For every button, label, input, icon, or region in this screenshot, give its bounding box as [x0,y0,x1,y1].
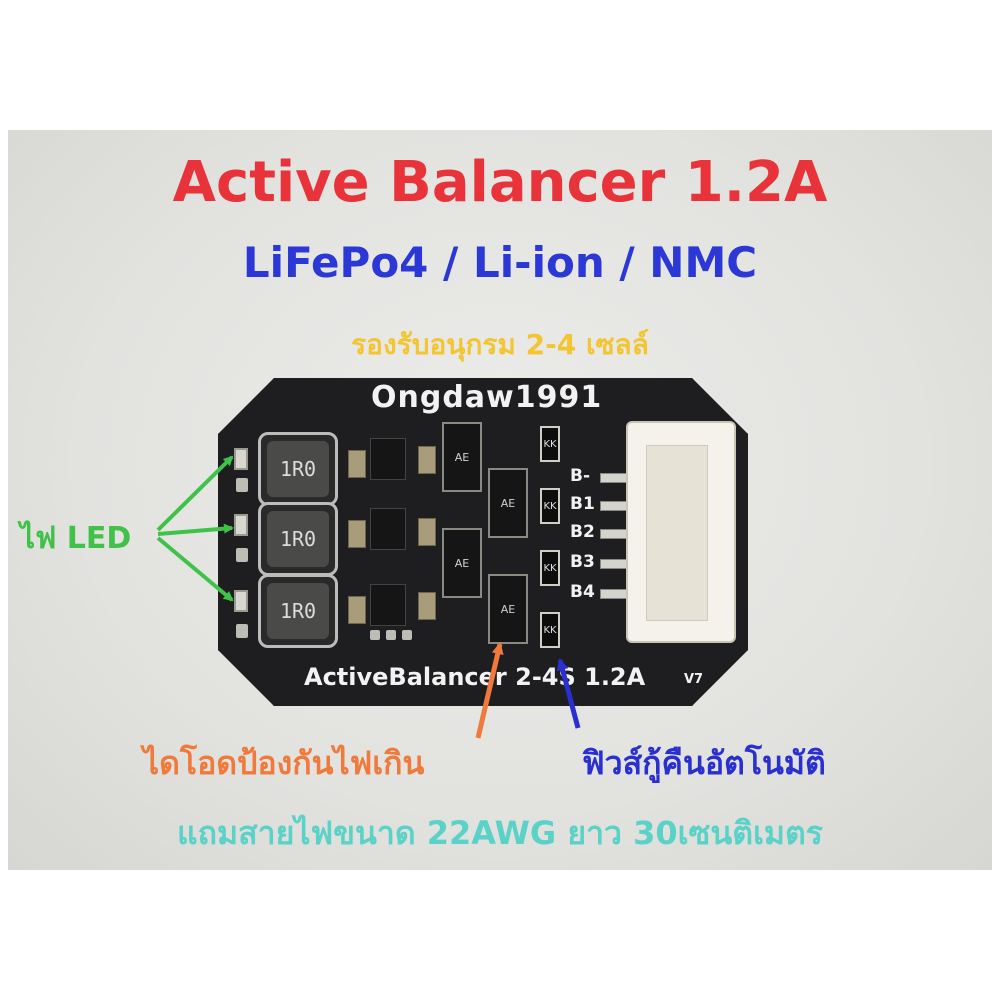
inductor-marking: 1R0 [267,583,329,639]
led-callout-label: ไฟ LED [20,521,132,556]
led-indicator [234,448,248,470]
led-indicator [234,590,248,612]
pin-label-b1: B1 [570,494,595,514]
inductor: 1R0 [258,432,338,506]
resettable-fuse: KK [540,612,560,648]
pin-label-b2: B2 [570,522,595,542]
protection-diode: AE [488,574,528,644]
solder-pad [402,630,412,640]
fuse-arrow [556,658,581,729]
fuse-callout-label: ฟิวส์กู้คืนอัตโนมัติ [582,744,826,782]
pin-label-b4: B4 [570,582,595,602]
resettable-fuse: KK [540,426,560,462]
solder-pad [236,478,248,492]
connector-housing [646,445,708,621]
battery-types-subtitle: LiFePo4 / Li-ion / NMC [242,238,758,287]
ic-chip [370,438,406,480]
board-brand-text: Ongdaw1991 [371,380,603,415]
resettable-fuse: KK [540,488,560,524]
resettable-fuse: KK [540,550,560,586]
led-arrow-bottom [156,536,234,602]
cable-info-text: แถมสายไฟขนาด 22AWG ยาว 30เซนติเมตร [177,814,823,852]
capacitor [418,446,436,474]
capacitor [418,518,436,546]
solder-pad [236,548,248,562]
ic-chip [370,508,406,550]
capacitor [348,520,366,548]
inductor: 1R0 [258,574,338,648]
product-title: Active Balancer 1.2A [172,150,828,215]
diode-callout-label: ไดโอดป้องกันไฟเกิน [143,744,425,782]
led-arrow-top [156,455,234,532]
jst-connector [626,421,736,643]
pin-label-b3: B3 [570,552,595,572]
inductor-marking: 1R0 [267,441,329,497]
inductor: 1R0 [258,502,338,576]
solder-pad [370,630,380,640]
capacitor [348,450,366,478]
inductor-marking: 1R0 [267,511,329,567]
cell-support-text: รองรับอนุกรม 2-4 เซลล์ [351,328,649,361]
led-arrow-middle [157,523,234,536]
ic-chip [370,584,406,626]
protection-diode: AE [442,422,482,492]
diode-arrow [475,642,504,739]
capacitor [418,592,436,620]
balancer-circuit-board: Ongdaw1991 1R0 1R0 1R0 AE AE AE AE KK KK… [218,378,748,706]
board-model-text: ActiveBalancer 2-4S 1.2A [304,663,646,691]
pin-label-b-minus: B- [570,466,591,486]
led-indicator [234,514,248,536]
capacitor [348,596,366,624]
solder-pad [236,624,248,638]
solder-pad [386,630,396,640]
protection-diode: AE [442,528,482,598]
board-version-text: V7 [684,672,704,687]
protection-diode: AE [488,468,528,538]
